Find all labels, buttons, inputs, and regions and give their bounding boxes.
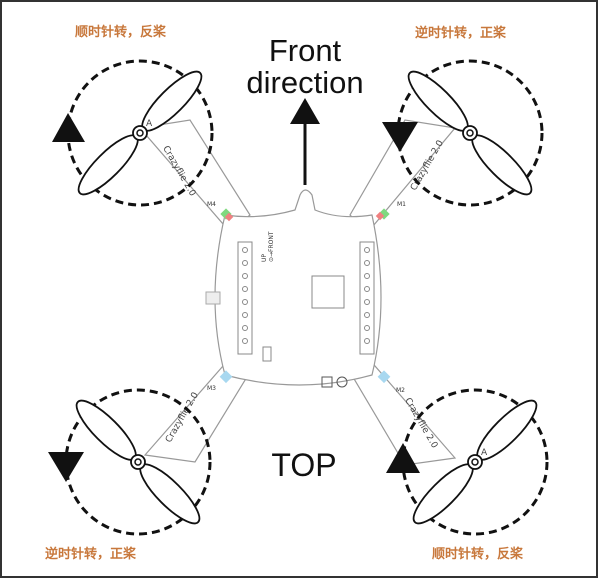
motor-m2-label: M2 — [396, 387, 405, 394]
motor-m1-label: M1 — [397, 201, 406, 208]
front-label-line2: direction — [246, 65, 363, 100]
led-blue-right — [377, 370, 391, 384]
label-bottom-left: 逆时针转，正桨 — [45, 546, 137, 562]
top-label: TOP — [271, 447, 336, 483]
power-switch — [262, 346, 272, 362]
pin-header-left — [237, 241, 253, 355]
arm-top-left — [138, 119, 251, 233]
led-blue-left — [219, 370, 233, 384]
button-round — [336, 376, 348, 388]
board — [138, 119, 457, 466]
rotation-arrow-br — [386, 443, 420, 473]
led-red-left — [224, 212, 234, 222]
front-label-line1: Front — [269, 33, 342, 68]
prop-mark: A — [146, 119, 153, 129]
led-red-right — [375, 211, 385, 221]
label-top-right: 逆时针转，正桨 — [415, 25, 507, 41]
front-marker-text: ⊙→FRONT — [268, 231, 275, 262]
front-arrow-head — [290, 98, 320, 124]
up-front-marker: UP ⊙→FRONT — [261, 231, 275, 262]
up-text: UP — [261, 254, 268, 262]
motor-m4-label: M4 — [207, 201, 216, 208]
motor-m3-label: M3 — [207, 385, 216, 392]
center-chip — [311, 275, 345, 309]
rotation-arrow-tl — [52, 113, 85, 142]
rotation-arrow-tr — [382, 122, 418, 152]
label-bottom-right: 顺时针转，反桨 — [432, 546, 524, 562]
rotation-arrow-bl — [48, 452, 84, 482]
prop-mark: A — [481, 448, 488, 458]
rotor-top-left: A — [66, 59, 214, 207]
button-square — [321, 376, 333, 388]
connector-left — [205, 291, 221, 305]
board-body — [214, 189, 382, 386]
label-top-left: 顺时针转，反桨 — [75, 24, 167, 40]
pin-header-right — [359, 241, 375, 355]
arm-top-right — [349, 119, 457, 233]
